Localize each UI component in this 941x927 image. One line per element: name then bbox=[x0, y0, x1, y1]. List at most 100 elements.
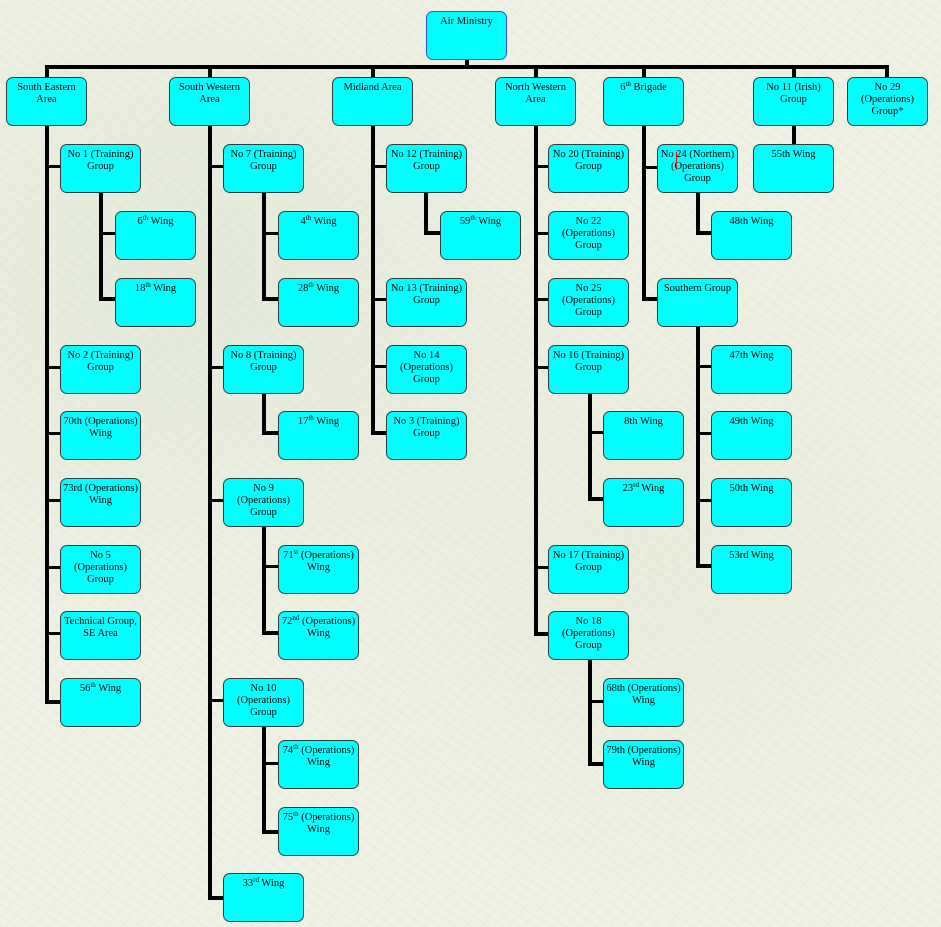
node-no1-training-group[interactable]: No 1 (Training) Group bbox=[60, 144, 141, 193]
node-label: Air Ministry bbox=[440, 16, 493, 27]
node-south-western-area[interactable]: South Western Area bbox=[169, 77, 250, 126]
node-23rd-wing[interactable]: 23rd Wing bbox=[603, 478, 684, 527]
node-no24-northern-operations-group[interactable]: No 24 (Northern) (Operations) Group bbox=[657, 144, 738, 193]
node-4th-wing[interactable]: 4th Wing bbox=[278, 211, 359, 260]
connector bbox=[45, 65, 49, 77]
connector bbox=[208, 699, 224, 702]
node-label[interactable]: No 24 (Northern) (Operations) Group bbox=[660, 149, 735, 184]
node-18th-wing[interactable]: 18th Wing bbox=[115, 278, 196, 327]
node-label: Midland Area bbox=[343, 82, 402, 93]
node-label: No 14 (Operations) Group bbox=[399, 350, 454, 385]
node-no13-training-group[interactable]: No 13 (Training) Group bbox=[386, 278, 467, 327]
node-33rd-wing[interactable]: 33rd Wing bbox=[223, 873, 304, 922]
connector bbox=[424, 231, 441, 235]
node-no3-training-group[interactable]: No 3 (Training) Group bbox=[386, 411, 467, 460]
node-8th-wing[interactable]: 8th Wing bbox=[603, 411, 684, 460]
node-label: 50th Wing bbox=[729, 483, 774, 494]
node-no9-operations-group[interactable]: No 9 (Operations) Group bbox=[223, 478, 304, 527]
connector bbox=[642, 65, 646, 77]
node-68th-operations-wing[interactable]: 68th (Operations) Wing bbox=[603, 678, 684, 727]
node-48th-wing[interactable]: 48th Wing bbox=[711, 211, 792, 260]
node-17th-wing[interactable]: 17th Wing bbox=[278, 411, 359, 460]
connector bbox=[262, 232, 279, 235]
node-53rd-wing[interactable]: 53rd Wing bbox=[711, 545, 792, 594]
connector bbox=[99, 297, 116, 301]
connector bbox=[371, 165, 387, 168]
node-southern-group[interactable]: Southern Group bbox=[657, 278, 738, 327]
connector bbox=[262, 631, 279, 635]
node-label: 17th Wing bbox=[297, 414, 340, 428]
node-label: Southern Group bbox=[663, 283, 732, 294]
node-75th-operations-wing[interactable]: 75th (Operations) Wing bbox=[278, 807, 359, 856]
node-no2-training-group[interactable]: No 2 (Training) Group bbox=[60, 345, 141, 394]
connector bbox=[262, 389, 266, 434]
node-no22-operations-group[interactable]: No 22 (Operations) Group bbox=[548, 211, 629, 260]
node-north-western-area[interactable]: North Western Area bbox=[495, 77, 576, 126]
node-no29-operations-group[interactable]: No 29 (Operations) Group* bbox=[847, 77, 928, 126]
node-no16-training-group[interactable]: No 16 (Training) Group bbox=[548, 345, 629, 394]
node-label: No 16 (Training) Group bbox=[552, 350, 625, 373]
node-label: No 13 (Training) Group bbox=[390, 283, 463, 306]
node-label: No 22 (Operations) Group bbox=[561, 216, 616, 251]
connector bbox=[534, 366, 549, 369]
node-label: 47th Wing bbox=[729, 350, 774, 361]
node-55th-wing[interactable]: 55th Wing bbox=[753, 144, 834, 193]
node-no5-operations-group[interactable]: No 5 (Operations) Group bbox=[60, 545, 141, 594]
connector bbox=[885, 65, 889, 77]
node-71st-operations-wing[interactable]: 71st (Operations) Wing bbox=[278, 545, 359, 594]
connector bbox=[534, 566, 549, 569]
node-6th-wing[interactable]: 6th Wing bbox=[115, 211, 196, 260]
node-73rd-operations-wing[interactable]: 73rd (Operations) Wing bbox=[60, 478, 141, 527]
node-49th-wing[interactable]: 49th Wing bbox=[711, 411, 792, 460]
node-no18-operations-group[interactable]: No 18 (Operations) Group bbox=[548, 611, 629, 660]
node-28th-wing[interactable]: 28th Wing bbox=[278, 278, 359, 327]
connector bbox=[45, 65, 889, 69]
node-70th-operations-wing[interactable]: 70th (Operations) Wing bbox=[60, 411, 141, 460]
node-label: Technical Group, SE Area bbox=[64, 616, 137, 639]
node-no11-irish-group[interactable]: No 11 (Irish) Group bbox=[753, 77, 834, 126]
node-label: No 5 (Operations) Group bbox=[73, 550, 128, 585]
node-47th-wing[interactable]: 47th Wing bbox=[711, 345, 792, 394]
node-74th-operations-wing[interactable]: 74th (Operations) Wing bbox=[278, 740, 359, 789]
node-label: 75th (Operations) Wing bbox=[282, 810, 355, 836]
node-no8-training-group[interactable]: No 8 (Training) Group bbox=[223, 345, 304, 394]
node-label: 79th (Operations) Wing bbox=[606, 745, 681, 768]
node-midland-area[interactable]: Midland Area bbox=[332, 77, 413, 126]
node-label: 6th Wing bbox=[137, 214, 174, 228]
node-label: 74th (Operations) Wing bbox=[282, 743, 355, 769]
connector bbox=[424, 189, 428, 235]
node-72nd-operations-wing[interactable]: 72nd (Operations) Wing bbox=[278, 611, 359, 660]
node-no17-training-group[interactable]: No 17 (Training) Group bbox=[548, 545, 629, 594]
node-79th-operations-wing[interactable]: 79th (Operations) Wing bbox=[603, 740, 684, 789]
connector bbox=[208, 896, 224, 900]
node-label: No 29 (Operations) Group* bbox=[860, 82, 915, 117]
node-50th-wing[interactable]: 50th Wing bbox=[711, 478, 792, 527]
node-no14-operations-group[interactable]: No 14 (Operations) Group bbox=[386, 345, 467, 394]
node-no10-operations-group[interactable]: No 10 (Operations) Group bbox=[223, 678, 304, 727]
node-label: No 1 (Training) Group bbox=[67, 149, 134, 172]
connector bbox=[45, 165, 61, 168]
node-6th-brigade[interactable]: 6th Brigade bbox=[603, 77, 684, 126]
node-59th-wing[interactable]: 59th Wing bbox=[440, 211, 521, 260]
node-label: 71st (Operations) Wing bbox=[283, 548, 354, 574]
node-air-ministry[interactable]: Air Ministry bbox=[426, 11, 507, 60]
connector bbox=[588, 431, 604, 434]
node-label: 28th Wing bbox=[297, 281, 340, 295]
node-no25-operations-group[interactable]: No 25 (Operations) Group bbox=[548, 278, 629, 327]
node-label: No 8 (Training) Group bbox=[230, 350, 297, 373]
node-label: South Western Area bbox=[178, 82, 241, 105]
node-56th-wing[interactable]: 56th Wing bbox=[60, 678, 141, 727]
connector bbox=[262, 565, 279, 568]
node-technical-group-se-area[interactable]: Technical Group, SE Area bbox=[60, 611, 141, 660]
node-label: North Western Area bbox=[504, 82, 567, 105]
node-south-eastern-area[interactable]: South Eastern Area bbox=[6, 77, 87, 126]
node-label: 4th Wing bbox=[300, 214, 337, 228]
connector bbox=[262, 189, 266, 300]
node-label: 56th Wing bbox=[79, 681, 122, 695]
node-no20-training-group[interactable]: No 20 (Training) Group bbox=[548, 144, 629, 193]
connector bbox=[262, 431, 279, 435]
node-no12-training-group[interactable]: No 12 (Training) Group bbox=[386, 144, 467, 193]
connector bbox=[262, 297, 279, 301]
node-label: 59th Wing bbox=[459, 214, 502, 228]
node-no7-training-group[interactable]: No 7 (Training) Group bbox=[223, 144, 304, 193]
